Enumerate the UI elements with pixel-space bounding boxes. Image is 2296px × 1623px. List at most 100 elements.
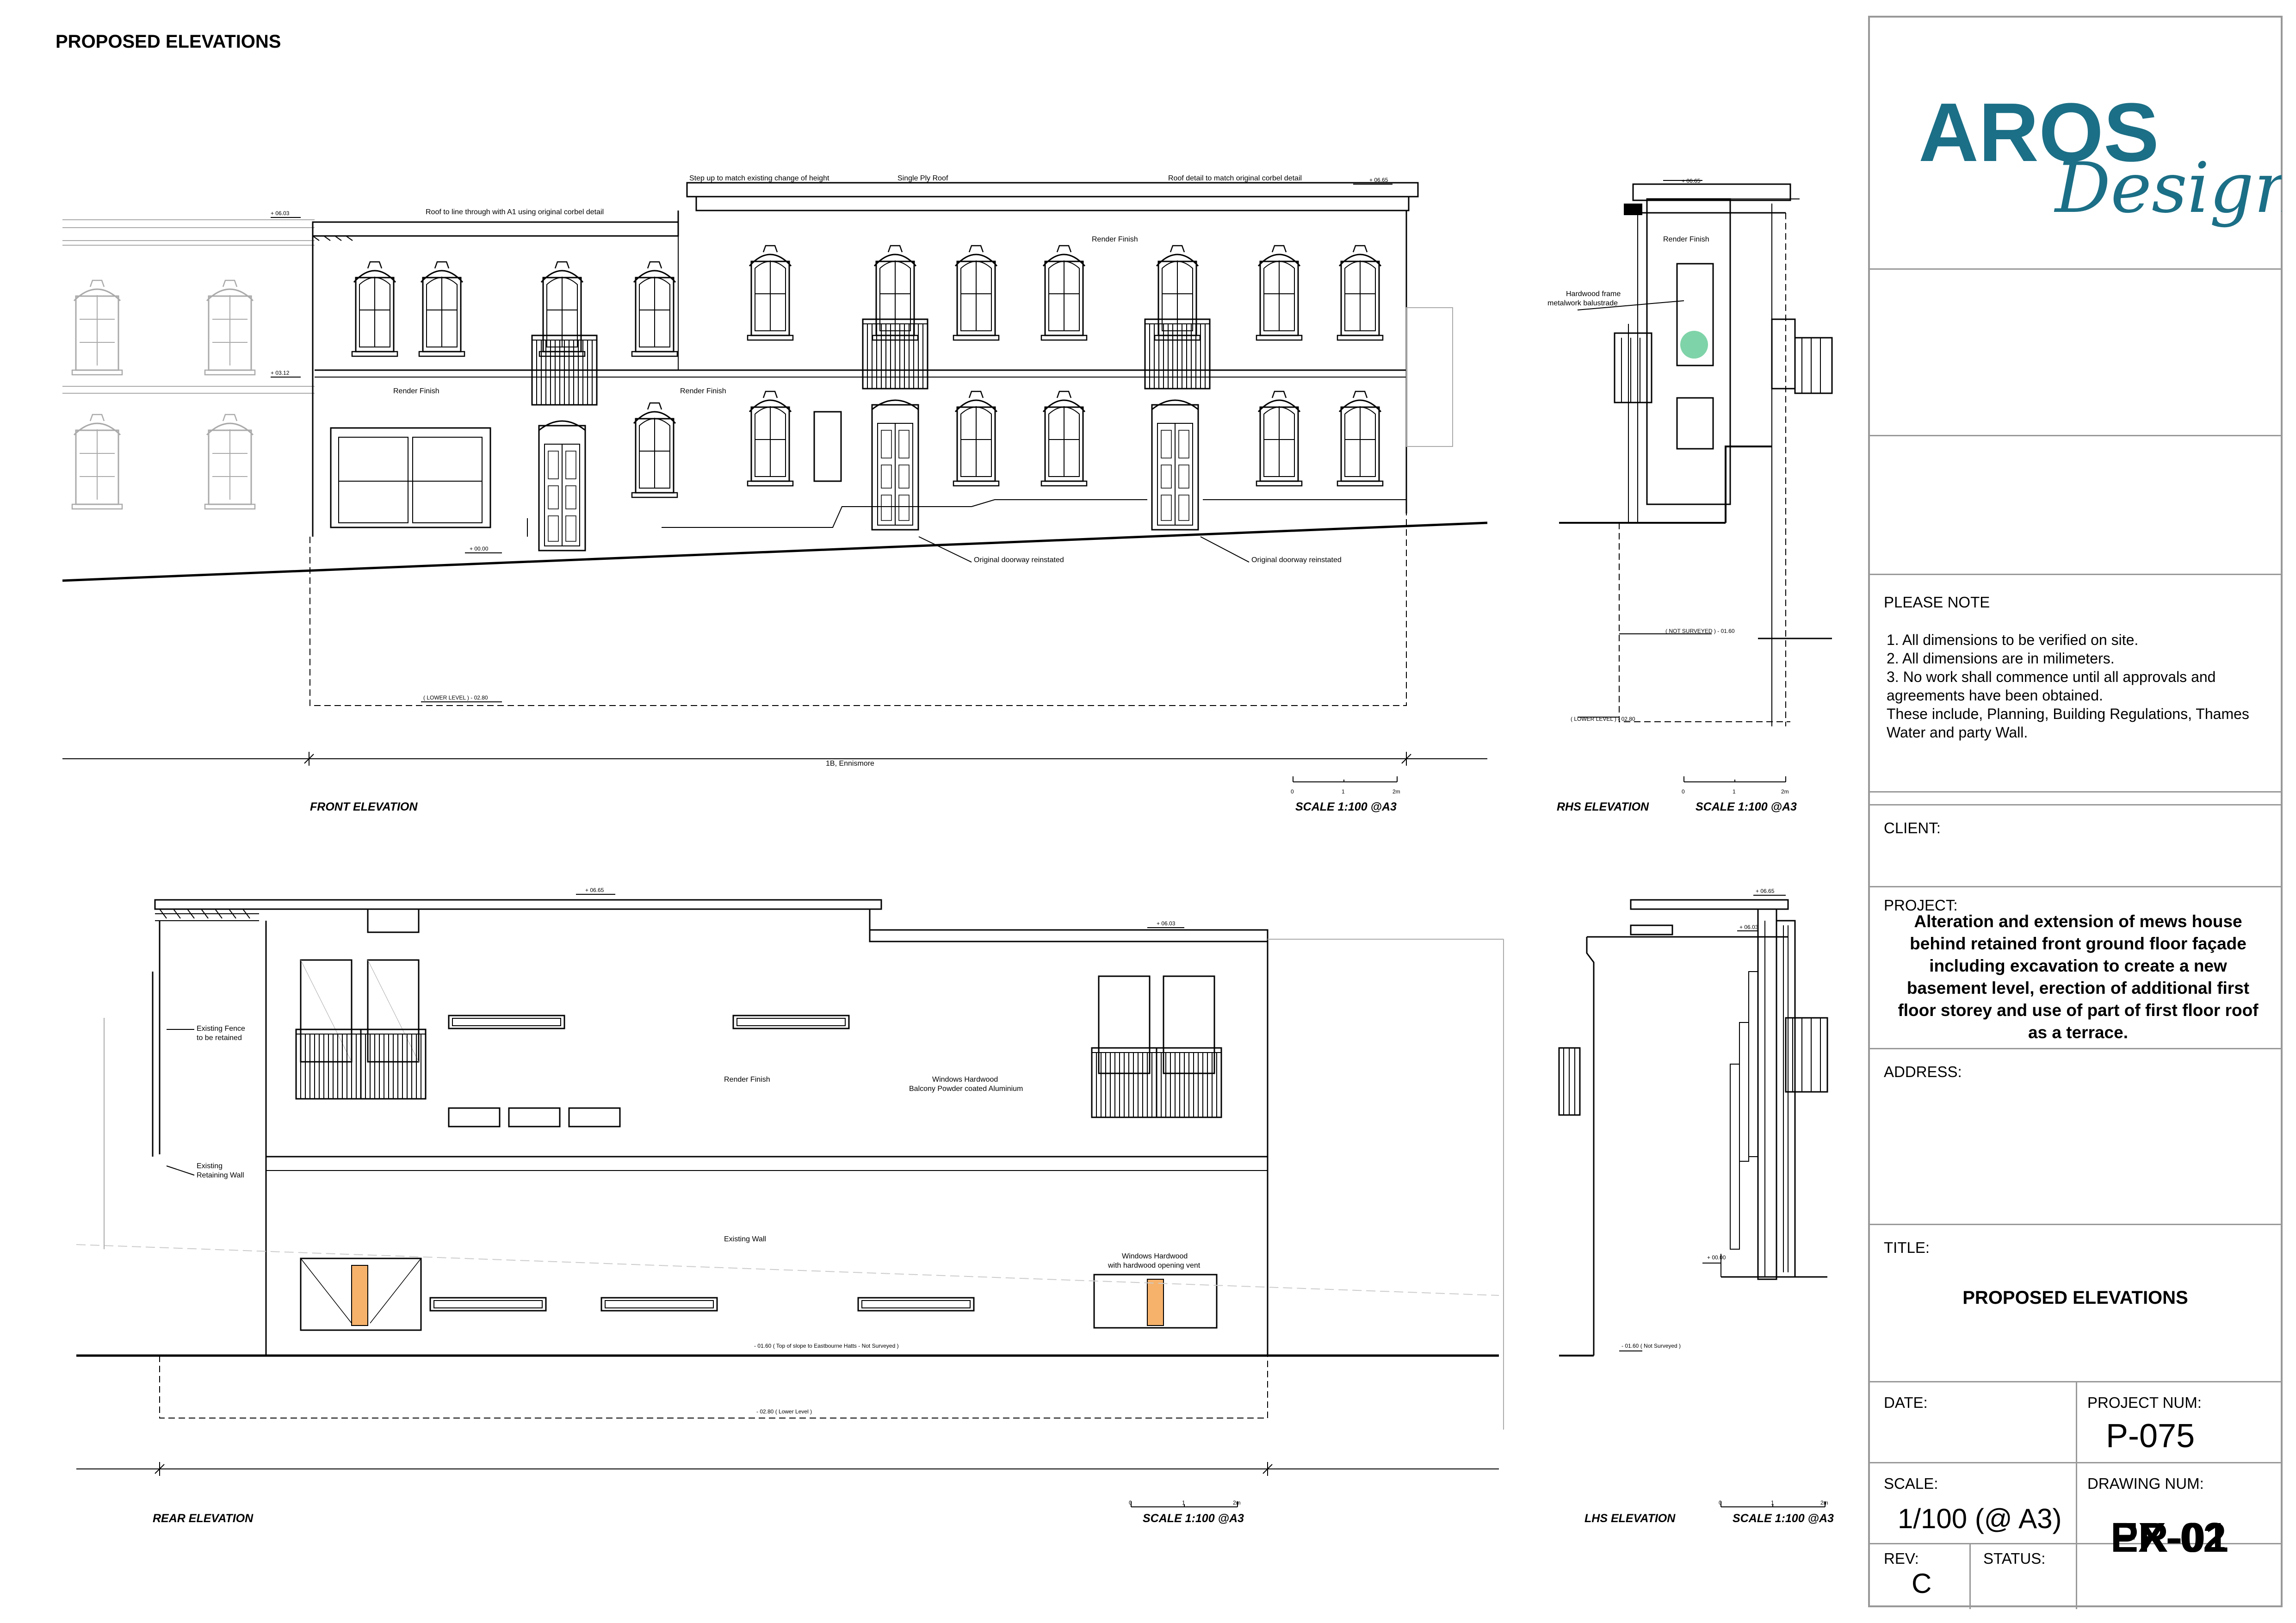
front-level-lower: ( LOWER LEVEL ) - 02.80 — [423, 694, 488, 701]
sheet-title: PROPOSED ELEVATIONS — [56, 31, 281, 52]
blank-panel-2 — [1870, 436, 2281, 575]
project-num-value: P-075 — [2106, 1418, 2195, 1455]
divider-rev-status — [1969, 1544, 1971, 1609]
client-panel: CLIENT: — [1870, 804, 2281, 887]
note-item-2: 2. All dimensions are in milimeters. — [1887, 650, 2115, 667]
lhs-scale-label: SCALE 1:100 @A3 — [1733, 1512, 1834, 1525]
project-label: PROJECT: — [1884, 897, 1958, 914]
rev-value: C — [1912, 1568, 1932, 1599]
rear-note-fence-1: Existing Fence — [197, 1025, 245, 1033]
lhs-scale-tick-2: 2m — [1820, 1499, 1828, 1506]
rear-note-vent-1: Windows Hardwood — [1122, 1252, 1188, 1260]
front-elevation-title: FRONT ELEVATION — [310, 800, 418, 813]
front-level-top-left: + 06.03 — [271, 210, 290, 217]
rear-scale-tick-0: 0 — [1129, 1499, 1132, 1506]
rear-note-windows-2: Balcony Powder coated Aluminium — [909, 1085, 1023, 1093]
logo-script-text: Design — [2054, 148, 2282, 229]
note-item-4: These include, Planning, Building Regula… — [1887, 706, 2249, 741]
rear-note-vent-2: with hardwood opening vent — [1108, 1262, 1201, 1270]
scale-label: SCALE: — [1884, 1475, 1938, 1492]
rear-note-lower-level: - 02.80 ( Lower Level ) — [756, 1408, 812, 1415]
project-description: Alteration and extension of mews house b… — [1898, 912, 2259, 1042]
please-note-label: PLEASE NOTE — [1884, 594, 1990, 611]
scale-value: 1/100 (@ A3) — [1898, 1503, 2062, 1534]
rhs-scale-tick-0: 0 — [1682, 788, 1685, 795]
rhs-note-hardwood-2: metalwork balustrade — [1547, 299, 1618, 307]
front-note-render-finish-left: Render Finish — [393, 387, 439, 395]
rear-note-existing-wall: Existing Wall — [724, 1235, 766, 1243]
lhs-level-top-a: + 06.65 — [1756, 888, 1775, 894]
front-level-mid-left: + 03.12 — [271, 370, 290, 376]
front-scale-tick-0: 0 — [1291, 788, 1294, 795]
front-level-top-right: + 06.65 — [1369, 177, 1388, 183]
title-panel: TITLE: PROPOSED ELEVATIONS — [1870, 1225, 2281, 1382]
divider-right-column — [2076, 1382, 2077, 1609]
front-scale-tick-2: 2m — [1392, 788, 1400, 795]
note-item-1: 1. All dimensions to be verified on site… — [1887, 632, 2139, 648]
rhs-level-top: + 06.65 — [1682, 178, 1701, 184]
rear-note-retaining-1: Existing — [197, 1162, 223, 1170]
rhs-note-not-surveyed: ( NOT SURVEYED ) - 01.60 — [1665, 628, 1735, 634]
rear-note-render-finish: Render Finish — [724, 1076, 770, 1084]
lhs-elevation — [1558, 895, 1828, 1507]
lhs-note-not-surveyed: - 01.60 ( Not Surveyed ) — [1621, 1343, 1681, 1349]
rear-level-top-a: + 06.65 — [585, 887, 604, 893]
rhs-elevation — [1559, 180, 1833, 782]
blank-panel-1 — [1870, 270, 2281, 436]
front-note-render-finish-mid: Render Finish — [680, 387, 726, 395]
rear-scale-tick-2: 2m — [1233, 1499, 1241, 1506]
address-label: ADDRESS: — [1884, 1063, 1962, 1080]
front-level-ground: + 00.00 — [470, 545, 489, 552]
rear-level-top-b: + 06.03 — [1157, 920, 1176, 927]
rev-status-row: REV: C STATUS: — [1870, 1544, 2281, 1609]
front-note-render-finish-upper: Render Finish — [1092, 235, 1138, 243]
drawing-num-value-b: PR-01 — [2110, 1515, 2229, 1561]
lhs-scale-tick-0: 0 — [1719, 1499, 1722, 1506]
rhs-note-lower-level: ( LOWER LEVEL ) - 02.80 — [1571, 716, 1635, 722]
front-note-roof-detail: Roof detail to match original corbel det… — [1168, 174, 1302, 182]
front-note-address: 1B, Ennismore — [826, 760, 874, 768]
project-num-label: PROJECT NUM: — [2087, 1394, 2202, 1411]
title-label: TITLE: — [1884, 1239, 1930, 1256]
rhs-scale-tick-2: 2m — [1781, 788, 1789, 795]
rear-elevation-title: REAR ELEVATION — [153, 1512, 254, 1525]
address-panel: ADDRESS: — [1870, 1049, 2281, 1225]
lhs-level-ground: + 00.00 — [1707, 1254, 1726, 1261]
lhs-scale-tick-1: 1 — [1771, 1499, 1774, 1506]
front-elevation — [62, 182, 1488, 766]
rear-scale-tick-1: 1 — [1182, 1499, 1185, 1506]
note-item-3: 3. No work shall commence until all appr… — [1887, 669, 2216, 704]
logo-panel: AROS Design — [1870, 18, 2282, 270]
front-scale-label: SCALE 1:100 @A3 — [1295, 800, 1397, 813]
front-note-doorway-2: Original doorway reinstated — [1251, 556, 1342, 564]
rev-label: REV: — [1884, 1550, 1919, 1567]
rhs-note-render-finish: Render Finish — [1663, 235, 1709, 243]
rhs-scale-tick-1: 1 — [1733, 788, 1736, 795]
front-note-step-up: Step up to match existing change of heig… — [689, 174, 829, 182]
title-block: AROS Design PLEASE NOTE 1. All dimension… — [1868, 16, 2283, 1609]
front-scale-bar — [1293, 776, 1398, 782]
project-panel: PROJECT: Alteration and extension of mew… — [1870, 887, 2281, 1049]
rear-note-windows-1: Windows Hardwood — [932, 1076, 998, 1084]
rear-note-retaining-2: Retaining Wall — [197, 1171, 244, 1179]
scale-drawnum-row: SCALE: 1/100 (@ A3) DRAWING NUM: — [1870, 1463, 2281, 1544]
rear-scale-label: SCALE 1:100 @A3 — [1143, 1512, 1244, 1525]
front-note-doorway-1: Original doorway reinstated — [974, 556, 1064, 564]
title-value: PROPOSED ELEVATIONS — [1962, 1288, 2188, 1308]
rear-elevation — [76, 894, 1504, 1507]
front-scale-tick-1: 1 — [1342, 788, 1345, 795]
status-label: STATUS: — [1983, 1550, 2046, 1567]
rear-note-slope: - 01.60 ( Top of slope to Eastbourne Hat… — [754, 1343, 899, 1349]
date-projnum-row: DATE: PROJECT NUM: P-075 — [1870, 1382, 2281, 1463]
rhs-elevation-title: RHS ELEVATION — [1557, 800, 1649, 813]
drawing-num-label: DRAWING NUM: — [2087, 1475, 2204, 1492]
front-note-single-ply: Single Ply Roof — [897, 174, 948, 182]
front-note-roof-line: Roof to line through with A1 using origi… — [426, 208, 604, 216]
notes-list: 1. All dimensions to be verified on site… — [1887, 631, 2257, 742]
client-label: CLIENT: — [1884, 819, 1941, 836]
rear-note-fence-2: to be retained — [197, 1034, 242, 1042]
brand-logo: AROS Design — [1918, 86, 2282, 229]
lhs-level-top-b: + 06.03 — [1739, 924, 1758, 930]
lhs-elevation-title: LHS ELEVATION — [1584, 1512, 1676, 1525]
